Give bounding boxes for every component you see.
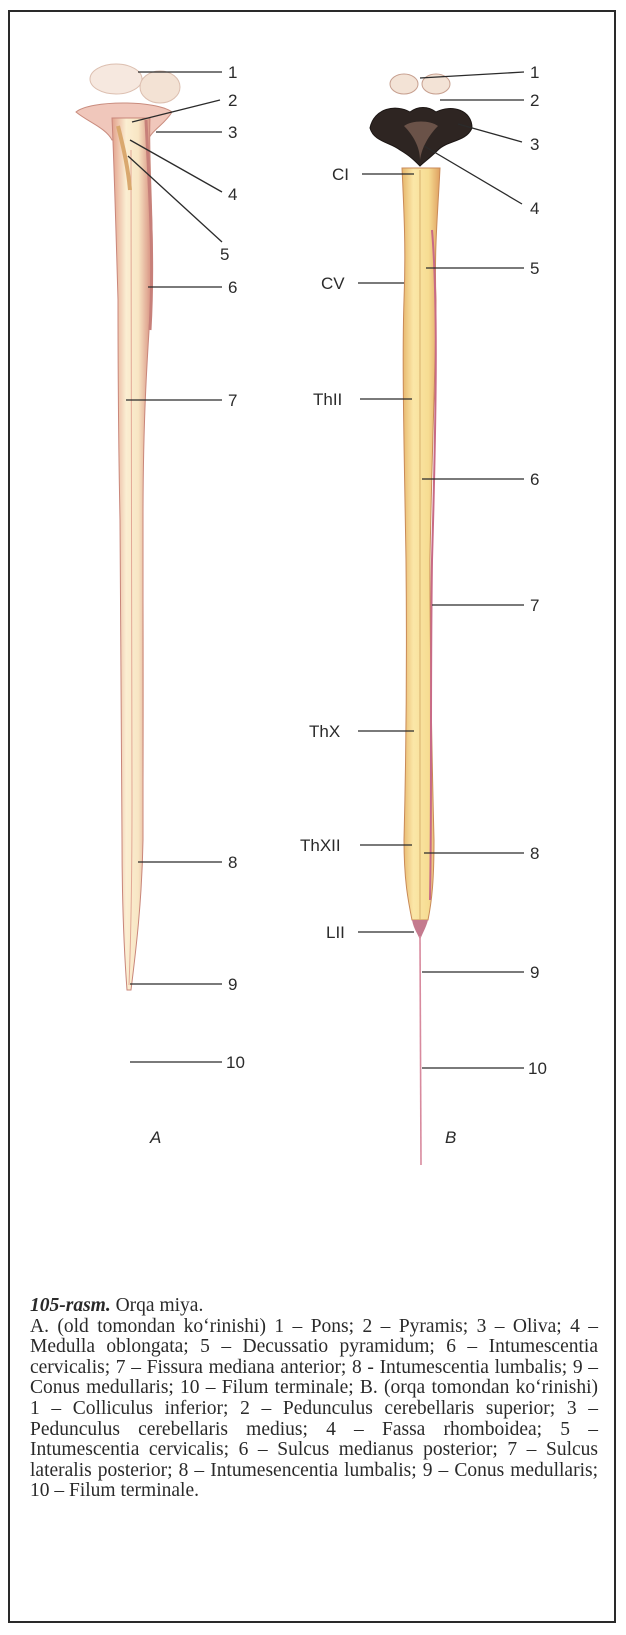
- figure-frame: [8, 10, 616, 1623]
- caption-title: 105-rasm.: [30, 1295, 111, 1316]
- cord-a-shape: [111, 117, 153, 991]
- label-a-1: 1: [228, 63, 237, 82]
- label-b-7: 7: [530, 596, 539, 615]
- leader-a-4: [129, 139, 223, 193]
- label-b-2: 2: [530, 91, 539, 110]
- panel-b-labels: 1 2 3 4 5 6 7 8 9 10 B CI CV ThII ThX Th…: [300, 63, 547, 1147]
- leader-a-5: [127, 155, 223, 243]
- fissure-line: [128, 149, 133, 986]
- label-b-3: 3: [530, 135, 539, 154]
- panel-a-drawing: [75, 63, 181, 991]
- colliculus-right-shape: [421, 73, 451, 95]
- conus-shape: [412, 920, 428, 940]
- label-a-2: 2: [228, 91, 237, 110]
- segment-lii: LII: [326, 923, 345, 942]
- label-a-5: 5: [220, 245, 229, 264]
- leader-b-4: [423, 145, 523, 205]
- leader-b-3: [457, 123, 523, 143]
- lateral-sulcus-shape: [429, 229, 437, 901]
- label-a-9: 9: [228, 975, 237, 994]
- colliculus-shape: [389, 73, 419, 95]
- intumescence-cervical-shape: [144, 119, 154, 331]
- caption-subtitle: Orqa miya.: [110, 1295, 204, 1316]
- segment-thii: ThII: [313, 390, 342, 409]
- label-b-6: 6: [530, 470, 539, 489]
- pyramid-shape: [116, 125, 132, 191]
- label-b-9: 9: [530, 963, 539, 982]
- segment-ci: CI: [332, 165, 349, 184]
- label-a-3: 3: [228, 123, 237, 142]
- label-b-10: 10: [528, 1059, 547, 1078]
- leader-a-2: [131, 99, 221, 123]
- figure-caption: 105-rasm. Orqa miya. A. (old tomondan ko…: [30, 1295, 598, 1502]
- segment-thxii: ThXII: [300, 836, 341, 855]
- panel-b-drawing: [369, 73, 473, 1166]
- caption-body: A. (old tomondan ko‘rinishi) 1 – Pons; 2…: [30, 1315, 598, 1502]
- label-a-10: 10: [226, 1053, 245, 1072]
- panel-a-letter: A: [149, 1128, 161, 1147]
- label-b-8: 8: [530, 844, 539, 863]
- label-b-5: 5: [530, 259, 539, 278]
- panel-a-labels: 1 2 3 4 5 6 7 8 9 10 A: [126, 63, 245, 1147]
- label-b-4: 4: [530, 199, 539, 218]
- spinal-cord-figure: 1 2 3 4 5 6 7 8 9 10 A 1 2 3 4 5 6 7: [75, 63, 547, 1166]
- segment-thx: ThX: [309, 722, 340, 741]
- filum-terminale-line: [419, 935, 422, 1166]
- pons-shape: [89, 63, 143, 95]
- label-a-4: 4: [228, 185, 237, 204]
- label-a-6: 6: [228, 278, 237, 297]
- segment-cv: CV: [321, 274, 345, 293]
- leader-b-1: [419, 71, 525, 79]
- pons-right-shape: [139, 70, 181, 104]
- label-b-1: 1: [530, 63, 539, 82]
- label-a-7: 7: [228, 391, 237, 410]
- label-a-8: 8: [228, 853, 237, 872]
- rhomboid-fossa-shape: [404, 121, 438, 160]
- panel-b-letter: B: [445, 1128, 456, 1147]
